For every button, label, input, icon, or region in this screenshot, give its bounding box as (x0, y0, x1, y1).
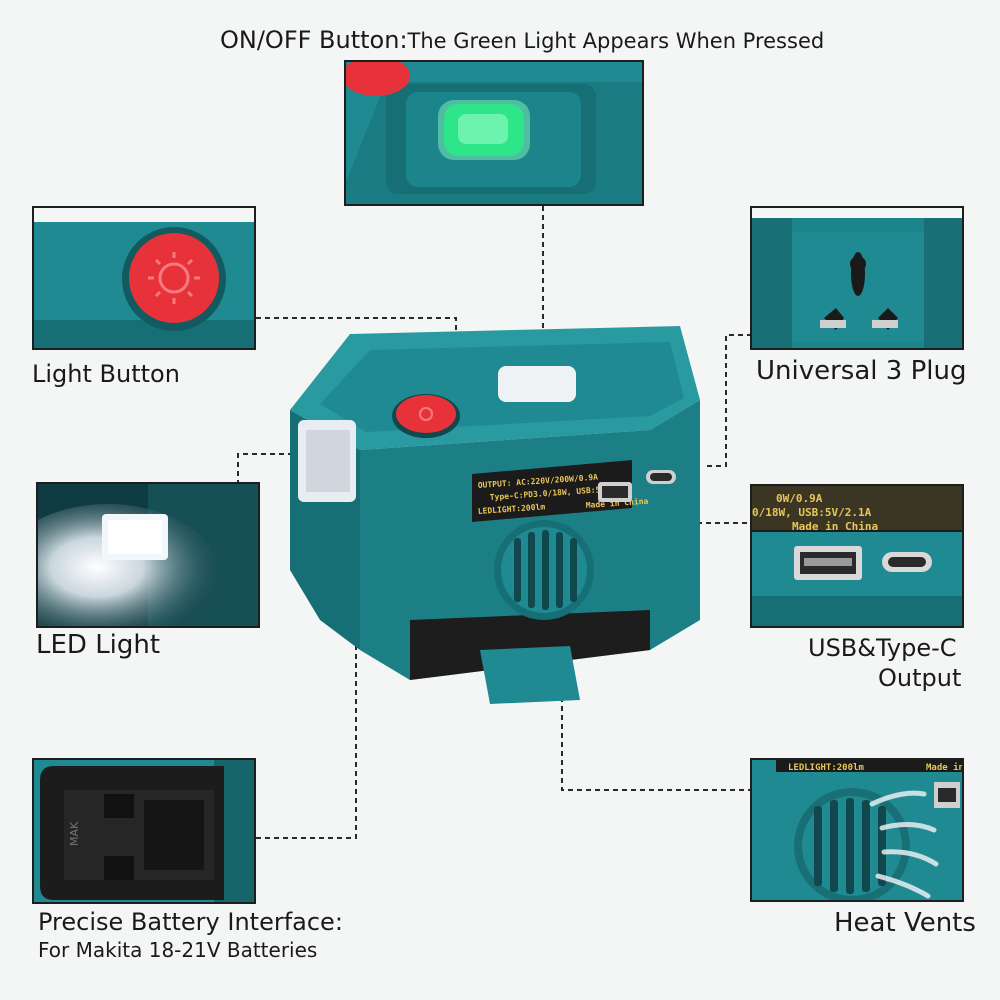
leader-light-button (256, 317, 457, 392)
page-title: ON/OFF Button:The Green Light Appears Wh… (220, 26, 824, 54)
leader-plug (703, 334, 752, 467)
power-button-panel (344, 60, 644, 206)
light-button-illustration (34, 208, 254, 348)
title-rest: The Green Light Appears When Pressed (407, 29, 825, 53)
device-spec-label (472, 460, 632, 522)
device-power-button (498, 366, 576, 402)
heat-vents-illustration: LEDLIGHT:200lm Made in (752, 760, 964, 900)
usb-output-illustration: 0W/0.9A 0/18W, USB:5V/2.1A Made in China (752, 486, 962, 626)
inverter-device: OUTPUT: AC:220V/200W/0.9A Type-C:PD3.0/1… (290, 326, 700, 704)
device-light-button (396, 395, 456, 433)
title-bold: ON/OFF Button: (220, 26, 408, 54)
battery-interface-label-line2: For Makita 18-21V Batteries (38, 938, 318, 962)
usb-output-panel: 0W/0.9A 0/18W, USB:5V/2.1A Made in China (750, 484, 964, 628)
battery-interface-label-line1: Precise Battery Interface: (38, 908, 343, 936)
led-light-illustration (38, 484, 258, 626)
battery-mark: MAK (68, 821, 81, 846)
vent-panel-spec-right: Made in (926, 762, 964, 773)
heat-vents-panel: LEDLIGHT:200lm Made in (750, 758, 964, 902)
vent-panel-spec-left: LEDLIGHT:200lm (788, 763, 864, 773)
airflow-arrows (869, 790, 939, 899)
heat-vents-label: Heat Vents (834, 908, 976, 938)
usb-panel-spec-line1: 0W/0.9A (776, 492, 823, 505)
usb-panel-spec-line3: Made in China (792, 520, 878, 533)
light-button-label: Light Button (32, 360, 180, 388)
usb-output-label-line1: USB&Type-C (808, 634, 957, 662)
universal-plug-label: Universal 3 Plug (756, 356, 967, 386)
usb-panel-spec-line2: 0/18W, USB:5V/2.1A (752, 506, 872, 519)
universal-plug-panel (750, 206, 964, 350)
universal-plug-illustration (752, 208, 962, 348)
plug-slot-right (878, 308, 898, 330)
light-button-panel (32, 206, 256, 350)
power-button-illustration (346, 62, 642, 204)
light-button-red (129, 233, 219, 323)
usb-output-label-line2: Output (878, 664, 962, 692)
battery-interface-illustration: MAK (34, 760, 254, 902)
battery-interface-panel: MAK (32, 758, 256, 904)
led-light-panel (36, 482, 260, 628)
led-light-label: LED Light (36, 630, 161, 660)
